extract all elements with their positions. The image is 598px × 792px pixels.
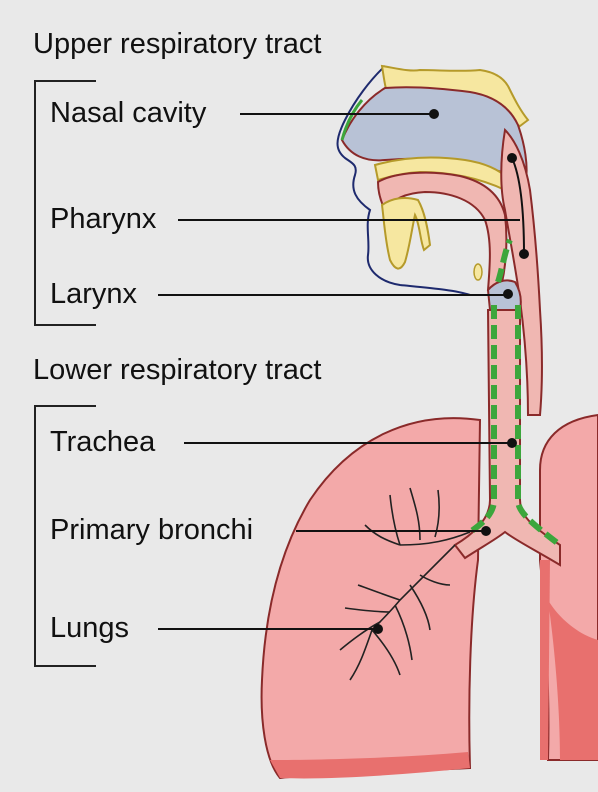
left-lung (260, 417, 482, 780)
label-primary-bronchi: Primary bronchi (50, 514, 254, 546)
pointer-lines (158, 113, 525, 630)
lower-tract-bracket (34, 405, 96, 667)
nasal-mucosa (340, 99, 364, 141)
jaw-teeth (380, 196, 432, 270)
epiglottis (473, 263, 483, 281)
label-lungs: Lungs (50, 612, 130, 644)
label-nasal-cavity: Nasal cavity (50, 97, 207, 129)
lower-tract-title: Lower respiratory tract (33, 354, 322, 386)
head-profile (336, 65, 471, 296)
mucosa-lining (468, 238, 562, 548)
label-pharynx: Pharynx (50, 203, 157, 235)
label-larynx: Larynx (50, 278, 138, 310)
upper-tract-title: Upper respiratory tract (33, 28, 322, 60)
lung-lobe-shadow (540, 560, 550, 760)
right-lung (539, 413, 598, 761)
label-trachea: Trachea (50, 426, 156, 458)
upper-tract-bracket (34, 80, 96, 326)
bronchial-tree (339, 487, 471, 681)
pharynx-tube (500, 127, 543, 416)
